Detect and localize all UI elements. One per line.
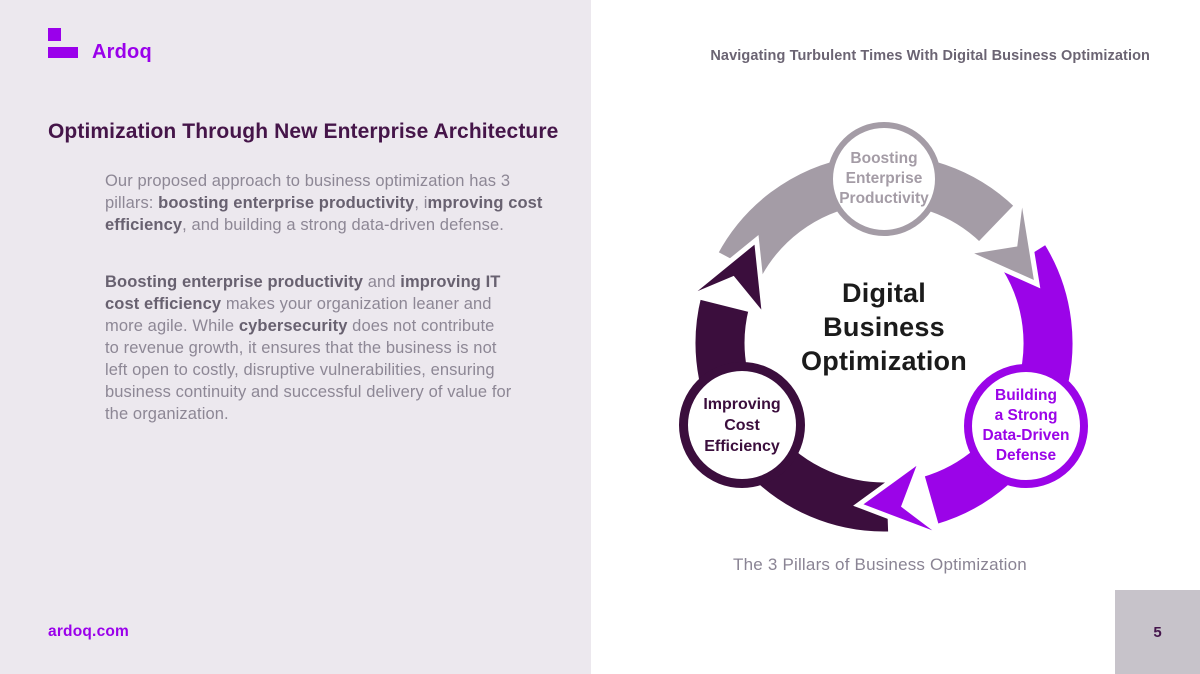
- node-label: Boosting Enterprise Productivity: [839, 150, 929, 207]
- body-paragraph-1: Our proposed approach to business optimi…: [105, 172, 543, 234]
- node-building-strong-data-driven-defense: Building a Strong Data-Driven Defense: [964, 364, 1088, 488]
- page-number-box: 5: [1115, 590, 1200, 674]
- logo-bar-icon: [48, 47, 78, 58]
- logo-square-icon: [48, 28, 61, 41]
- node-label: Building a Strong Data-Driven Defense: [982, 387, 1070, 464]
- ardoq-url-link[interactable]: ardoq.com: [48, 623, 130, 640]
- logo-wordmark: Ardoq: [92, 41, 152, 63]
- cycle-diagram: Boosting Enterprise Productivity Buildin…: [660, 98, 1110, 558]
- left-panel: Ardoq Optimization Through New Enterpris…: [0, 0, 591, 674]
- presentation-title: Navigating Turbulent Times With Digital …: [710, 48, 1150, 64]
- diagram-caption: The 3 Pillars of Business Optimization: [733, 555, 1027, 574]
- node-boosting-enterprise-productivity: Boosting Enterprise Productivity: [827, 122, 941, 236]
- page-number: 5: [1153, 623, 1162, 641]
- body-paragraph-2: Boosting enterprise productivity and imp…: [105, 273, 512, 423]
- node-improving-cost-efficiency: Improving Cost Efficiency: [679, 362, 805, 488]
- slide-title: Optimization Through New Enterprise Arch…: [48, 120, 559, 143]
- diagram-center-title: Digital Business Optimization: [801, 278, 967, 376]
- node-label: Improving Cost Efficiency: [703, 395, 781, 455]
